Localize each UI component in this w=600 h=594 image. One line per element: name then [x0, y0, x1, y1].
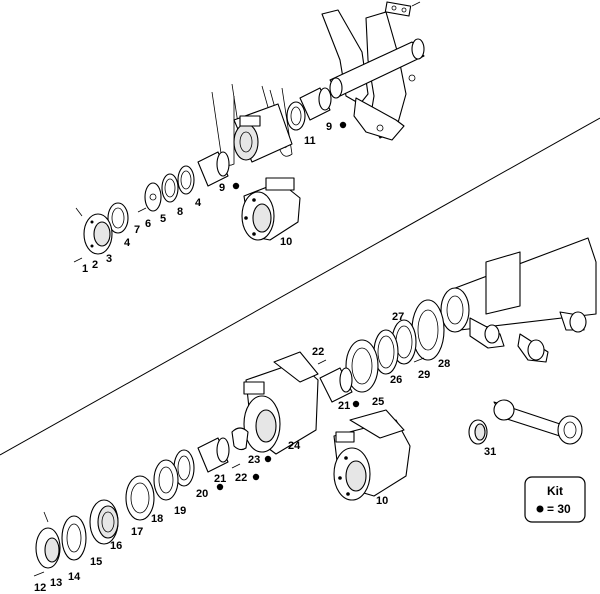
- callout-1: 1: [82, 263, 88, 275]
- bushing-9-upper: [299, 87, 332, 121]
- ring-4-upper: [177, 165, 195, 195]
- callout-2: 2: [92, 259, 98, 271]
- upper-shaft: [329, 38, 425, 99]
- callout-8: 8: [177, 206, 183, 218]
- callout-26: 26: [390, 374, 402, 386]
- bushing-9-lower: [197, 151, 230, 187]
- callout-21-upper: 21: [338, 400, 350, 412]
- section-divider-line: [0, 117, 600, 456]
- callout-4-left: 4: [124, 237, 131, 249]
- ring-4-left: [107, 202, 129, 234]
- hub-body-24: [243, 351, 319, 455]
- callout-29: 29: [418, 369, 430, 381]
- kit-dot-21-upper: [352, 400, 360, 408]
- kit-legend-dot: [536, 505, 544, 513]
- callout-3: 3: [106, 253, 112, 265]
- callout-22-lower: 22: [235, 472, 247, 484]
- ring-25: [345, 339, 379, 393]
- bushing-20: [197, 437, 230, 473]
- upper-hub-body: [233, 103, 293, 163]
- callout-13: 13: [50, 577, 62, 589]
- ring-18: [153, 459, 179, 501]
- ring-15: [61, 515, 87, 561]
- bearing-16: [89, 499, 119, 545]
- callout-14: 14: [68, 571, 81, 583]
- lower-axle-tube: [440, 237, 597, 363]
- ring-11: [286, 101, 306, 131]
- end-cap-3: [83, 213, 113, 255]
- flange-28: [411, 299, 445, 361]
- kit-dot-23: [264, 455, 272, 463]
- clip-23: [231, 427, 249, 451]
- ring-17: [125, 475, 155, 521]
- callout-18: 18: [151, 513, 163, 525]
- kit-legend: Kit = 30: [524, 476, 586, 523]
- kit-dot-21-lower: [216, 483, 224, 491]
- lower-assembly: [33, 237, 597, 577]
- callout-23: 23: [248, 454, 260, 466]
- callout-11: 11: [304, 135, 316, 147]
- kit-dot-22-lower: [252, 473, 260, 481]
- upper-assembly: [73, 1, 425, 263]
- callout-12: 12: [34, 582, 46, 594]
- kit-legend-title: Kit: [547, 484, 563, 498]
- link-arm-31: [468, 399, 583, 445]
- callout-16: 16: [110, 540, 122, 552]
- callout-6: 6: [145, 218, 151, 230]
- callout-31: 31: [484, 446, 496, 458]
- callout-28: 28: [438, 358, 450, 370]
- hub-assembly-10-upper: [241, 177, 301, 241]
- end-cap-14: [35, 527, 61, 569]
- ring-5: [144, 182, 162, 212]
- kit-dot-9-upper: [339, 121, 347, 129]
- callouts: 1 2 3 4 7 6 5 8 4 9 10 11 9 12 13 14 15 …: [34, 121, 496, 594]
- kit-legend-value: = 30: [547, 502, 571, 516]
- callout-17: 17: [131, 526, 143, 538]
- callout-20: 20: [196, 488, 208, 500]
- callout-25: 25: [372, 396, 384, 408]
- callout-9-upper: 9: [326, 121, 332, 133]
- callout-19: 19: [174, 505, 186, 517]
- callout-7: 7: [134, 224, 140, 236]
- callout-9-lower: 9: [219, 182, 225, 194]
- hub-assembly-10-lower: [333, 409, 411, 501]
- callout-24: 24: [288, 440, 301, 452]
- callout-10-upper: 10: [280, 236, 292, 248]
- callout-5: 5: [160, 213, 166, 225]
- callout-27: 27: [392, 311, 404, 323]
- callout-15: 15: [90, 556, 102, 568]
- callout-4-upper: 4: [195, 197, 202, 209]
- bushing-21-upper: [319, 367, 353, 403]
- callout-22-upper: 22: [312, 346, 324, 358]
- callout-10-lower: 10: [376, 495, 388, 507]
- callout-21-lower: 21: [214, 473, 226, 485]
- kit-dot-9-lower: [232, 182, 240, 190]
- ring-8: [161, 173, 179, 203]
